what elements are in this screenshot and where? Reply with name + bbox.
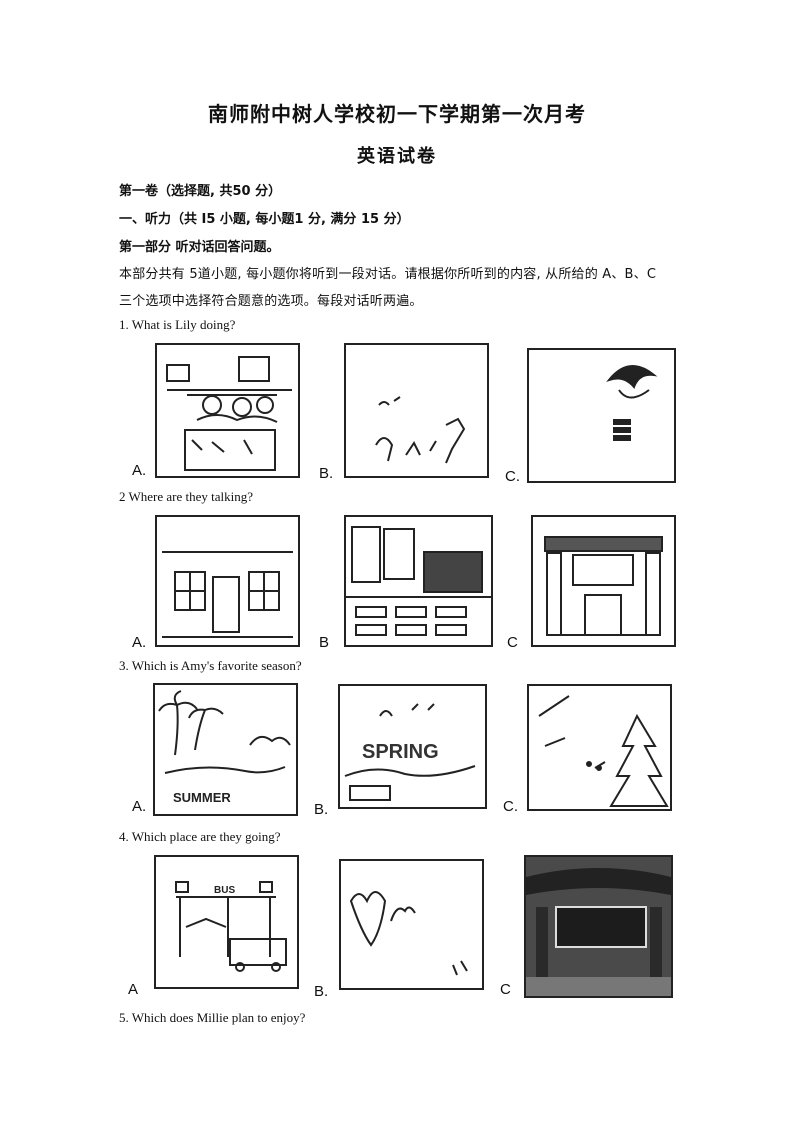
q2-option-b[interactable]: B [319, 634, 330, 651]
exam-subtitle: 英语试卷 [357, 146, 437, 167]
q3-option-b[interactable]: B. [314, 801, 329, 818]
q4-option-c[interactable]: C [500, 981, 511, 998]
volume-heading: 第一卷（选择题, 共50 分） [119, 184, 282, 199]
q1-option-b[interactable]: B. [319, 465, 334, 482]
summer-beach-illustration: SUMMER [158, 690, 291, 805]
question-2: 2 Where are they talking? [119, 489, 254, 504]
classroom-illustration [346, 526, 491, 636]
gate-building-illustration [544, 536, 663, 636]
q1-picture-a [155, 343, 300, 478]
kids-reading-illustration [166, 356, 292, 471]
q4-option-a[interactable]: A [128, 981, 139, 998]
bus-word: BUS [214, 885, 235, 896]
q2-option-a[interactable]: A. [132, 634, 147, 651]
q1-option-a[interactable]: A. [132, 462, 147, 479]
instructions-line-2: 三个选项中选择符合题意的选项。每段对话听两遍。 [119, 294, 423, 309]
temple-gate-photo [526, 857, 671, 996]
listening-heading: 一、听力（共 I5 小题, 每小题1 分, 满分 15 分） [119, 212, 410, 227]
q4-picture-c [524, 855, 673, 998]
q3-picture-c [527, 684, 672, 811]
q3-picture-b: SPRING [338, 684, 487, 809]
q3-picture-a: SUMMER [153, 683, 298, 816]
q2-option-c[interactable]: C [507, 634, 518, 651]
q4-option-b[interactable]: B. [314, 983, 329, 1000]
q1-picture-b [344, 343, 489, 478]
q2-picture-b [344, 515, 493, 647]
bus-stop-illustration: BUS [175, 881, 287, 972]
q2-picture-c [531, 515, 676, 647]
summer-word: SUMMER [173, 790, 231, 805]
q4-picture-a: BUS [154, 855, 299, 989]
question-5: 5. Which does Millie plan to enjoy? [119, 1010, 306, 1025]
spring-illustration: SPRING [344, 703, 476, 801]
pets-sketch-illustration [375, 396, 466, 464]
part-one-heading: 第一部分 听对话回答问题。 [119, 240, 280, 255]
spring-word: SPRING [362, 741, 439, 763]
question-1: 1. What is Lily doing? [119, 317, 236, 332]
hanging-ornament-illustration [606, 365, 658, 441]
question-3: 3. Which is Amy's favorite season? [119, 658, 302, 673]
q3-option-a[interactable]: A. [132, 798, 147, 815]
q2-picture-a [155, 515, 300, 647]
q3-option-c[interactable]: C. [503, 798, 518, 815]
instructions-line-1: 本部分共有 5道小题, 每小题你将听到一段对话。请根据你所听到的内容, 从所给的… [119, 267, 657, 282]
q4-picture-b [339, 859, 484, 990]
winter-tree-illustration [538, 695, 669, 807]
exam-title: 南师附中树人学校初一下学期第一次月考 [208, 102, 586, 126]
park-sketch-illustration [349, 891, 468, 976]
shop-front-illustration [162, 551, 293, 638]
question-4: 4. Which place are they going? [119, 829, 281, 844]
q1-picture-c [527, 348, 676, 483]
q1-option-c[interactable]: C. [505, 468, 520, 485]
